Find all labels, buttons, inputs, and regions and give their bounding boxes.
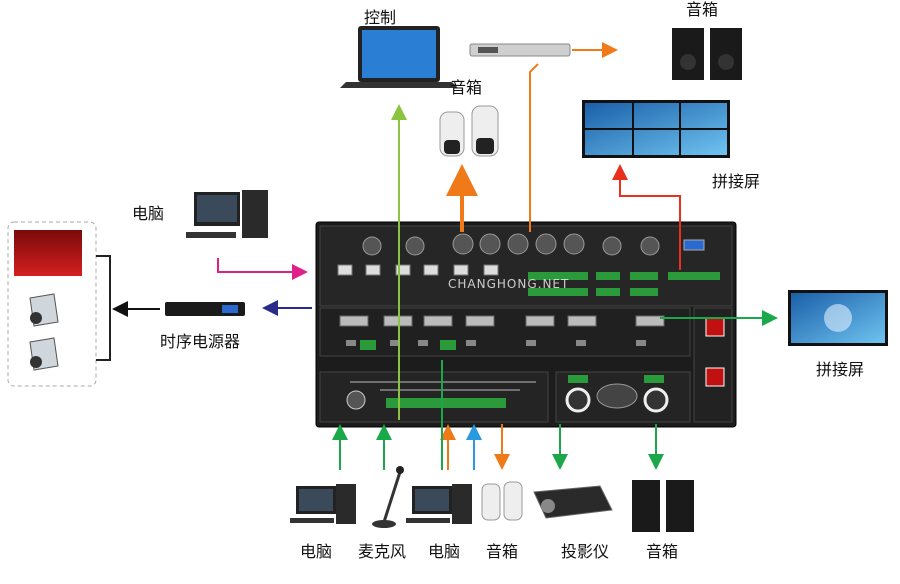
computer-network-link bbox=[217, 258, 308, 280]
label-control: 控制 bbox=[364, 8, 397, 27]
label-video-wall-right: 拼接屏 bbox=[816, 360, 865, 379]
label-computer-left: 电脑 bbox=[132, 204, 165, 223]
projector-icon bbox=[533, 485, 613, 519]
stage-lighting-group bbox=[7, 221, 97, 387]
desktop-speaker-icon bbox=[481, 481, 523, 521]
speaker-pair-icon bbox=[632, 480, 694, 532]
video-wall-icon bbox=[582, 100, 730, 158]
desktop-computer-icon bbox=[406, 484, 472, 524]
label-bottom-speaker-2: 音箱 bbox=[645, 542, 679, 561]
label-bottom-speaker-1: 音箱 bbox=[485, 542, 519, 561]
label-bottom-microphone: 麦克风 bbox=[357, 542, 407, 561]
label-video-wall-top: 拼接屏 bbox=[712, 172, 761, 191]
lights-bracket bbox=[96, 255, 111, 361]
microphone-icon bbox=[372, 466, 404, 528]
stage-curtain-icon bbox=[14, 230, 82, 276]
speaker-pair-icon bbox=[672, 28, 742, 80]
label-speaker-mid: 音箱 bbox=[450, 78, 483, 97]
desktop-computer-icon bbox=[186, 190, 268, 238]
desktop-computer-icon bbox=[290, 484, 356, 524]
stage-light-icon bbox=[29, 337, 59, 371]
amp-feed bbox=[529, 63, 539, 232]
stage-light-icon bbox=[29, 293, 59, 327]
power-amplifier-icon bbox=[469, 43, 571, 57]
display-screen-icon bbox=[788, 290, 888, 346]
label-bottom-computer-2: 电脑 bbox=[427, 542, 461, 561]
desktop-speaker-icon bbox=[439, 105, 499, 157]
label-bottom-computer-1: 电脑 bbox=[299, 542, 333, 561]
label-speaker-top: 音箱 bbox=[686, 0, 719, 19]
matrix-chassis bbox=[315, 221, 737, 428]
power-sequencer-icon bbox=[165, 302, 245, 316]
laptop-icon bbox=[340, 26, 458, 88]
label-bottom-projector: 投影仪 bbox=[560, 542, 610, 561]
watermark: CHANGHONG.NET bbox=[448, 277, 569, 291]
label-sequencer: 时序电源器 bbox=[160, 332, 241, 351]
video-wall-link-top bbox=[612, 164, 681, 270]
